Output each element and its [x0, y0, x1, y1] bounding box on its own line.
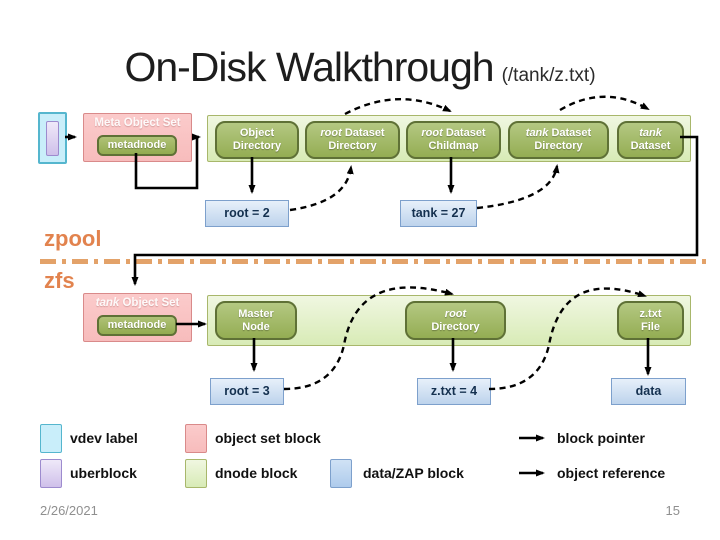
legend-block-pointer: block pointer [517, 424, 645, 452]
zpool-zfs-divider [40, 259, 706, 264]
root-dataset-childmap-box: root Dataset Childmap [406, 121, 501, 159]
meta-object-set-title: Meta Object Set [94, 117, 181, 129]
metadnode-zpool: metadnode [97, 135, 177, 156]
root-dataset-directory-box: root Dataset Directory [305, 121, 400, 159]
data-zap-swatch [330, 459, 352, 488]
slide-date: 2/26/2021 [40, 503, 98, 518]
tank-object-set-block: tank Object Set metadnode [83, 293, 192, 342]
object-reference-tdd-to-tank-dataset [559, 95, 650, 112]
root-directory-box: root Directory [405, 301, 506, 340]
object-reference-tank27-to-tdd [476, 164, 560, 210]
metadnode-zfs: metadnode [97, 315, 177, 336]
zfs-section-label: zfs [44, 268, 75, 293]
object-reference-arrow-icon [519, 469, 545, 477]
legend-object-reference: object reference [517, 459, 665, 487]
slide-page-number: 15 [665, 503, 680, 518]
object-reference-rdd-to-childmap [344, 98, 452, 116]
root-eq-3-box: root = 3 [210, 378, 284, 405]
root-eq-2-box: root = 2 [205, 200, 289, 227]
object-reference-root2-to-rdd [289, 165, 354, 212]
object-set-swatch [185, 424, 207, 453]
zpool-section-label: zpool [44, 226, 102, 251]
ztxt-file-box: z.txt File [617, 301, 684, 340]
page-subtitle: (/tank/z.txt) [501, 65, 596, 86]
master-node-box: Master Node [215, 301, 297, 340]
ztxt-eq-4-box: z.txt = 4 [417, 378, 491, 405]
object-directory-box: Object Directory [215, 121, 299, 159]
dnode-block-swatch [185, 459, 207, 488]
slide-header: On-Disk Walkthrough (/tank/z.txt) [0, 44, 720, 91]
data-box: data [611, 378, 686, 405]
vdev-label-block [38, 112, 67, 164]
uberblock-swatch [40, 459, 62, 488]
vdev-swatch [40, 424, 62, 453]
tank-object-set-title: tank Object Set [95, 297, 180, 309]
page-title: On-Disk Walkthrough [124, 44, 494, 90]
tank-dataset-box: tank Dataset [617, 121, 684, 159]
block-pointer-arrow-icon [519, 434, 545, 442]
uberblock-block [46, 121, 59, 156]
tank-eq-27-box: tank = 27 [400, 200, 477, 227]
tank-dataset-directory-box: tank Dataset Directory [508, 121, 609, 159]
meta-object-set-block: Meta Object Set metadnode [83, 113, 192, 162]
